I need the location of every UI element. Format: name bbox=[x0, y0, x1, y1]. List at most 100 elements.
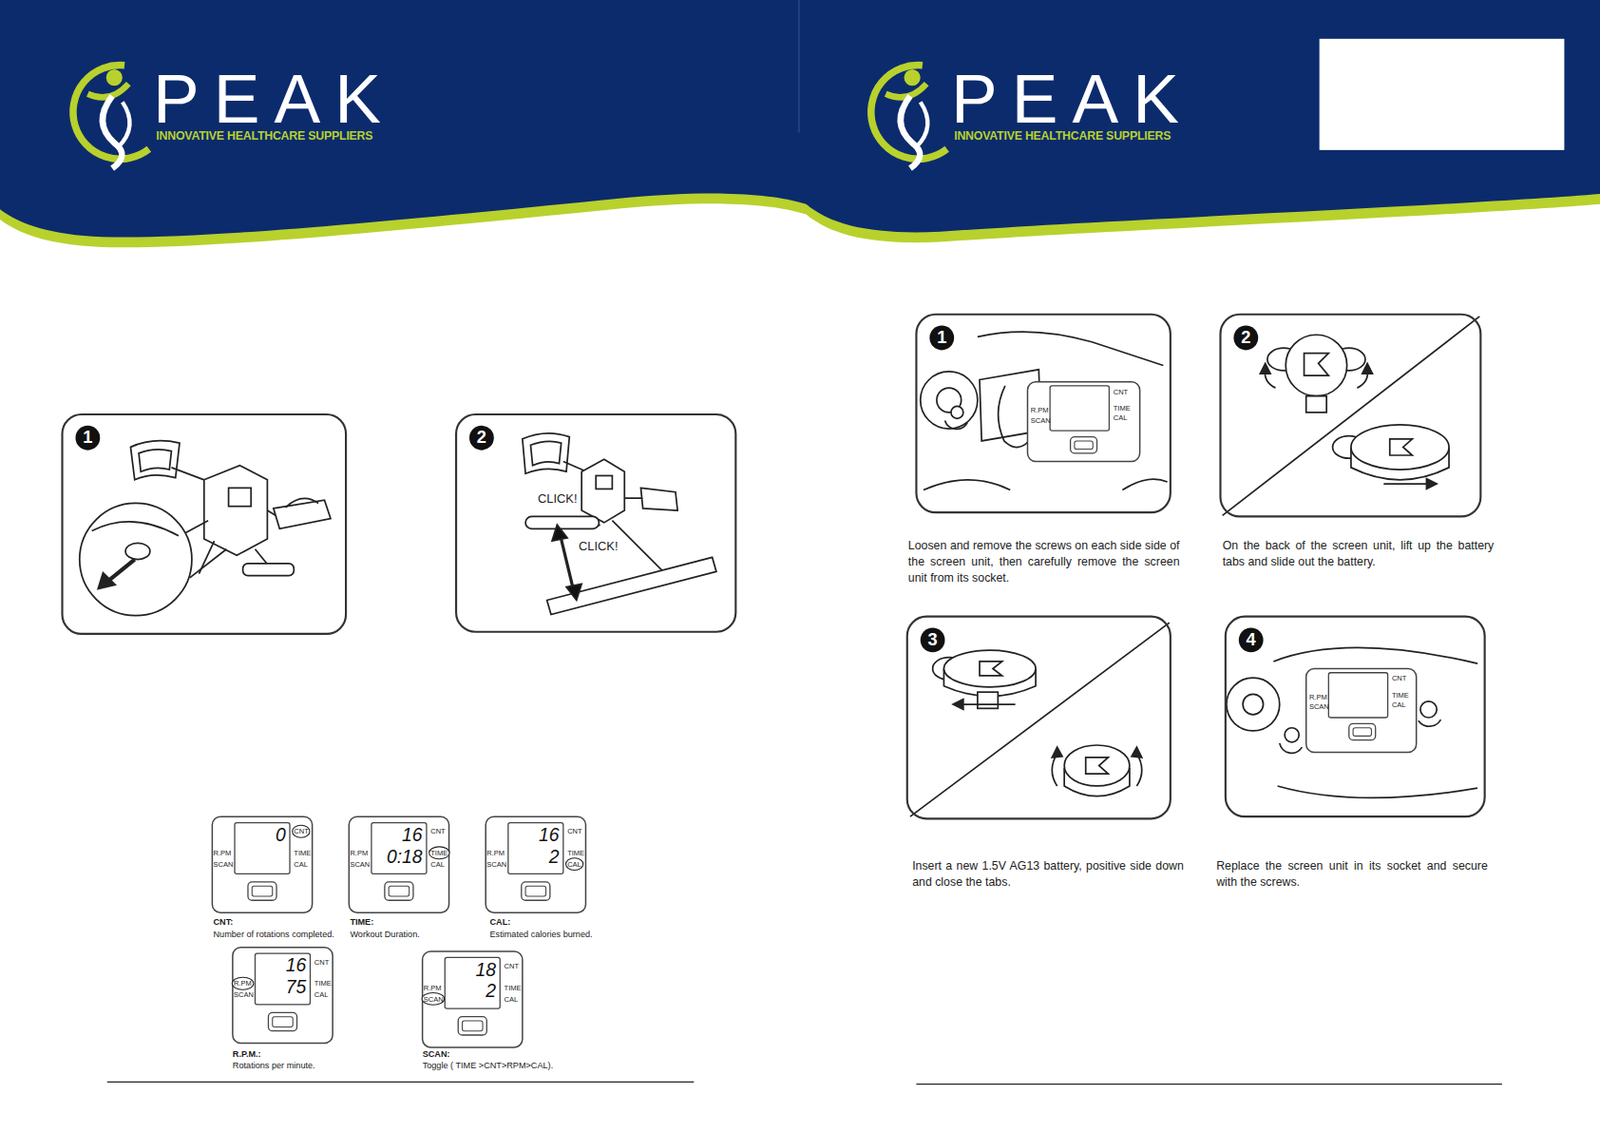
display-caption-title: TIME: bbox=[349, 917, 374, 928]
display-button bbox=[462, 1020, 483, 1031]
exerciser-drawing bbox=[92, 521, 179, 536]
exerciser-drawing bbox=[522, 433, 717, 615]
display-label: CNT bbox=[567, 827, 582, 836]
exerciser-drawing bbox=[97, 572, 115, 590]
lcd-display: R.PMSCANCNTTIMECAL bbox=[1306, 667, 1417, 752]
display-value: 2 bbox=[485, 981, 496, 1000]
battery-insert-drawing bbox=[1051, 746, 1063, 758]
display-label: CNT bbox=[504, 962, 519, 971]
lcd-display: 162CNTTIMECALR.PMSCAN bbox=[485, 816, 586, 913]
display-button bbox=[251, 885, 272, 896]
lcd-display: 1675CNTTIMECALR.PMSCAN bbox=[232, 947, 333, 1044]
display-label: CNT bbox=[1113, 387, 1128, 396]
exerciser-drawing bbox=[530, 440, 561, 465]
lcd-display: 0CNTTIMECALR.PMSCAN bbox=[211, 816, 312, 913]
lcd-display: 160:18CNTTIMECALR.PMSCAN bbox=[348, 816, 449, 913]
header-band bbox=[1319, 38, 1565, 151]
exerciser-drawing bbox=[285, 497, 319, 507]
display-caption: Number of rotations completed. bbox=[212, 929, 334, 939]
display-label: R.PM bbox=[1309, 692, 1328, 701]
battery-removal-drawing bbox=[1351, 424, 1449, 470]
battery-removal-drawing bbox=[1362, 362, 1373, 374]
screen-replace-drawing bbox=[1242, 693, 1263, 714]
battery-insert-drawing bbox=[943, 649, 1036, 687]
display-caption: Estimated calories burned. bbox=[490, 929, 593, 939]
exerciser-drawing bbox=[525, 515, 599, 529]
click-label: CLICK! bbox=[536, 493, 579, 507]
battery-removal-drawing bbox=[1304, 353, 1330, 377]
step-caption: On the back of the screen unit, lift up … bbox=[1222, 536, 1495, 570]
step-panel: 2 bbox=[455, 413, 737, 633]
battery-insert-drawing bbox=[910, 622, 1170, 817]
callout-number: 2 bbox=[1233, 325, 1258, 351]
display-caption: Toggle ( TIME >CNT>RPM>CAL). bbox=[422, 1061, 554, 1071]
screen-replace-drawing bbox=[1279, 742, 1303, 753]
display-value: 0:18 bbox=[386, 846, 423, 865]
display-label: CNT bbox=[1391, 674, 1407, 683]
exerciser-drawing bbox=[522, 433, 570, 474]
step-panel: 4R.PMSCANCNTTIMECAL bbox=[1224, 615, 1486, 819]
exerciser-drawing bbox=[581, 458, 625, 523]
battery-removal-drawing bbox=[1285, 334, 1347, 396]
logo-text: PEAK bbox=[951, 63, 1194, 134]
display-label: CNT bbox=[291, 824, 311, 839]
display-caption-title: R.P.M.: bbox=[232, 1048, 262, 1059]
display-button bbox=[1070, 437, 1098, 454]
battery-insert-drawing bbox=[979, 661, 1003, 676]
display-button bbox=[1349, 723, 1376, 740]
tagline: INNOVATIVE HEALTHCARE SUPPLIERS bbox=[155, 130, 373, 142]
callout-number: 1 bbox=[929, 325, 954, 351]
display-caption-title: CNT: bbox=[212, 917, 233, 928]
screen-replace-drawing bbox=[1420, 701, 1437, 718]
display-screen bbox=[371, 822, 427, 875]
header-band bbox=[0, 0, 1600, 248]
display-housing bbox=[1027, 381, 1140, 462]
battery-insert-drawing bbox=[952, 699, 964, 710]
battery-removal-drawing bbox=[1390, 438, 1413, 456]
display-caption: Workout Duration. bbox=[349, 929, 420, 939]
display-label: CAL bbox=[314, 990, 329, 999]
battery-insert-drawing bbox=[977, 691, 998, 708]
display-label: CAL bbox=[565, 857, 584, 871]
display-screen bbox=[1049, 385, 1109, 431]
footer-rule bbox=[915, 1083, 1502, 1085]
battery-insert-drawing bbox=[1085, 757, 1109, 774]
step-panel: 2 bbox=[1219, 313, 1482, 518]
exerciser-drawing bbox=[185, 520, 227, 578]
display-value: 16 bbox=[538, 825, 560, 844]
screen-replace-drawing bbox=[1226, 647, 1478, 798]
exerciser-drawing bbox=[552, 524, 582, 600]
exerciser-drawing bbox=[243, 563, 295, 576]
exerciser-drawing bbox=[107, 559, 135, 583]
display-screen bbox=[234, 822, 290, 875]
screen-replace-drawing bbox=[1273, 647, 1478, 664]
display-caption-title: CAL: bbox=[490, 917, 512, 928]
screen-removal-drawing bbox=[945, 419, 969, 429]
click-label: CLICK! bbox=[577, 539, 620, 553]
display-label: CAL bbox=[430, 859, 445, 868]
screen-removal-drawing bbox=[951, 405, 964, 419]
logo-mark bbox=[118, 101, 131, 147]
display-label: CNT bbox=[430, 827, 445, 836]
display-label: CNT bbox=[314, 957, 329, 966]
display-screen bbox=[254, 952, 310, 1005]
display-label: SCAN bbox=[349, 859, 370, 868]
exerciser-drawing bbox=[595, 475, 612, 489]
step-caption: Loosen and remove the screws on each sid… bbox=[908, 536, 1181, 587]
display-button bbox=[525, 885, 546, 896]
battery-removal-drawing bbox=[1259, 362, 1271, 374]
battery-removal-drawing bbox=[1383, 482, 1429, 485]
exerciser-drawing bbox=[273, 499, 331, 529]
display-label: CAL bbox=[1113, 414, 1128, 422]
display-housing bbox=[1306, 667, 1417, 752]
logo-mark bbox=[102, 95, 122, 169]
screen-replace-drawing bbox=[1226, 677, 1280, 731]
exerciser-drawing bbox=[228, 487, 252, 506]
screen-replace-drawing bbox=[1277, 785, 1479, 798]
callout-number: 1 bbox=[75, 425, 100, 451]
display-button bbox=[1074, 440, 1093, 450]
display-button bbox=[272, 1016, 293, 1028]
display-screen bbox=[1328, 672, 1388, 718]
screen-replace-drawing bbox=[1418, 719, 1442, 726]
